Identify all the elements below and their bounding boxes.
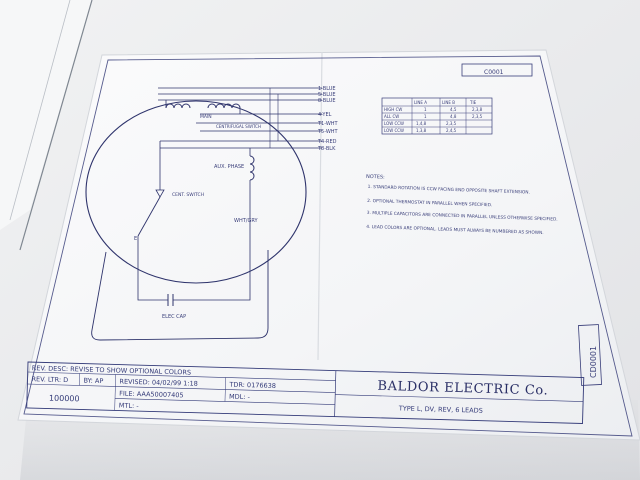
lead-label-6: T5-WHT — [317, 129, 339, 135]
table-cell: 2,3,5 — [472, 114, 483, 119]
cap-wire-right — [173, 285, 251, 301]
lead-label-4: 4-YEL — [318, 112, 332, 118]
note-1: 1. STANDARD ROTATION IS CCW FACING END O… — [368, 184, 530, 196]
motor-outline — [85, 100, 307, 284]
rotation-table: LINE A LINE B TIE HIGH CW 1 4,5 2,3,8 AL… — [381, 97, 493, 135]
switch-arm — [137, 196, 161, 237]
drawing-border — [23, 55, 633, 437]
lead-label-3: 8-BLUE — [318, 98, 336, 104]
cap-wire-left — [137, 285, 168, 301]
lead-label-8: T8-BLK — [317, 146, 336, 152]
file-number: FILE: AAA50007405 — [119, 390, 184, 400]
table-cell: 4,8 — [450, 114, 457, 119]
main-winding-2 — [207, 103, 241, 109]
table-cell: LOW CCW — [384, 121, 404, 126]
tb-line-2 — [27, 383, 336, 393]
corner-tab — [461, 63, 533, 77]
lead-label-5: T1-WHT — [317, 121, 339, 127]
table-cell: 4,5 — [450, 107, 457, 112]
tdr-number: TDR: 0176638 — [228, 381, 276, 390]
cent-switch-label: CENT. SWITCH — [172, 192, 204, 198]
aux-phase-label: AUX. PHASE — [214, 164, 244, 170]
title-block-frame — [26, 361, 585, 424]
drawing-sheet — [17, 49, 640, 441]
company-name: BALDOR ELECTRIC Co. — [377, 379, 548, 399]
tb-line-1 — [27, 371, 336, 381]
switch-label: CENTRIFUGAL SWITCH — [216, 124, 261, 129]
point-label: E — [134, 236, 137, 242]
table-cell: LOW CCW — [384, 128, 404, 133]
table-cell: 1,4,8 — [416, 121, 427, 126]
mdl-value: MDL: - — [229, 393, 251, 402]
corner-code: C0001 — [484, 69, 504, 76]
table-cell: 2,3,5 — [446, 121, 457, 126]
mtl-value: MTL: - — [119, 402, 140, 411]
table-cell: HIGH CW — [384, 107, 402, 112]
wht-gry-label: WHT/GRY — [234, 218, 258, 224]
table-header-1: LINE A — [414, 100, 427, 105]
side-tab — [578, 324, 602, 386]
wiring-diagram: 1-BLUE 5-BLUE 8-BLUE 4-YEL T1-WHT T5-WHT… — [85, 86, 339, 341]
tb-vline-c — [224, 377, 226, 402]
table-frame — [381, 97, 493, 135]
main-label: MAIN — [200, 114, 212, 120]
elec-cap-label: ELEC CAP — [162, 314, 186, 320]
motor-type: TYPE L, DV, REV, 6 LEADS — [398, 404, 483, 414]
table-cell: 1 — [424, 114, 427, 119]
main-winding-1 — [165, 103, 191, 109]
table-header-2: LINE B — [442, 100, 455, 105]
back-sheet-edge — [19, 0, 93, 251]
back-sheet-edge-2 — [9, 0, 71, 221]
rev-by: BY: AP — [83, 377, 103, 386]
enclosure-loop — [91, 250, 269, 341]
table-cell: 1 — [424, 107, 427, 112]
side-drawing-code: CD0001 — [589, 346, 598, 378]
drawing-number: 100000 — [49, 394, 80, 404]
fold-crease — [317, 51, 323, 361]
table-header-3: TIE — [469, 100, 477, 105]
lead-label-7: T4-RED — [317, 139, 337, 145]
note-2: 2. OPTIONAL THERMOSTAT IN PARALLEL WHEN … — [367, 198, 492, 208]
rev-ltr: REV. LTR: D — [31, 375, 68, 384]
tb-vline-b — [114, 374, 116, 411]
diode-symbol — [155, 189, 165, 198]
table-cell: 2,3,8 — [472, 107, 483, 112]
tb-divider — [334, 370, 337, 417]
title-block: REV. DESC: REVISE TO SHOW OPTIONAL COLOR… — [26, 361, 585, 424]
tb-line-right — [335, 394, 584, 402]
table-cell: 2,4,5 — [446, 128, 457, 133]
notes-title: NOTES: — [366, 174, 385, 181]
lead-label-2: 5-BLUE — [318, 92, 336, 98]
table-cell: ALL CW — [384, 114, 399, 119]
lead-label-1: 1-BLUE — [318, 86, 336, 92]
revised-date: REVISED: 04/02/99 1:18 — [119, 378, 198, 388]
table-cell: 1,3,8 — [416, 128, 427, 133]
aux-winding — [249, 155, 255, 181]
